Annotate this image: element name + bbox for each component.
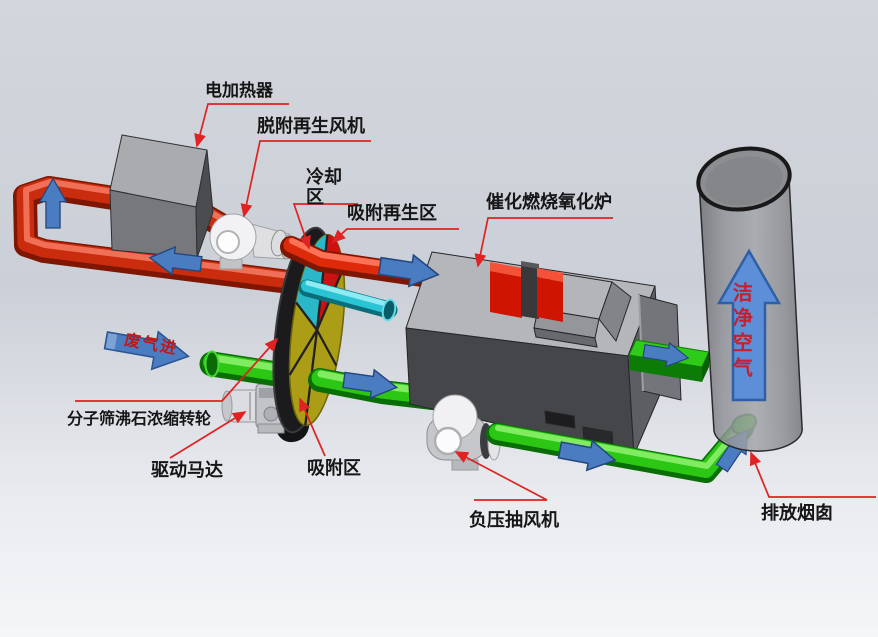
furnace-label: 催化燃烧氧化炉 <box>486 192 612 212</box>
furnace-slot <box>544 410 576 429</box>
leader-lines <box>75 103 876 501</box>
furnace-hood-right <box>598 281 632 343</box>
discharge-stack <box>696 146 803 452</box>
stack-label: 排放烟囱 <box>761 503 833 523</box>
furnace-inlet-duct <box>490 261 563 322</box>
cooling-zone-label: 冷却区 <box>306 167 342 208</box>
rotor-wheel-label: 分子筛沸石浓缩转轮 <box>67 411 212 428</box>
clean-air-arrow <box>716 248 782 402</box>
electric-heater-box <box>109 134 214 259</box>
drive-motor-label: 驱动马达 <box>151 460 223 480</box>
heater-label: 电加热器 <box>205 81 273 100</box>
cooling-zone-pipe <box>298 279 398 322</box>
desorption-fan-label: 脱附再生风机 <box>257 116 365 136</box>
waste-gas-arrow <box>103 330 190 371</box>
exhaust-fan-label: 负压抽风机 <box>469 510 559 530</box>
clean-air-label: 洁净空气 <box>729 282 752 382</box>
adsorption-zone-label: 吸附区 <box>307 458 361 478</box>
regeneration-zone-label: 吸附再生区 <box>347 203 437 223</box>
